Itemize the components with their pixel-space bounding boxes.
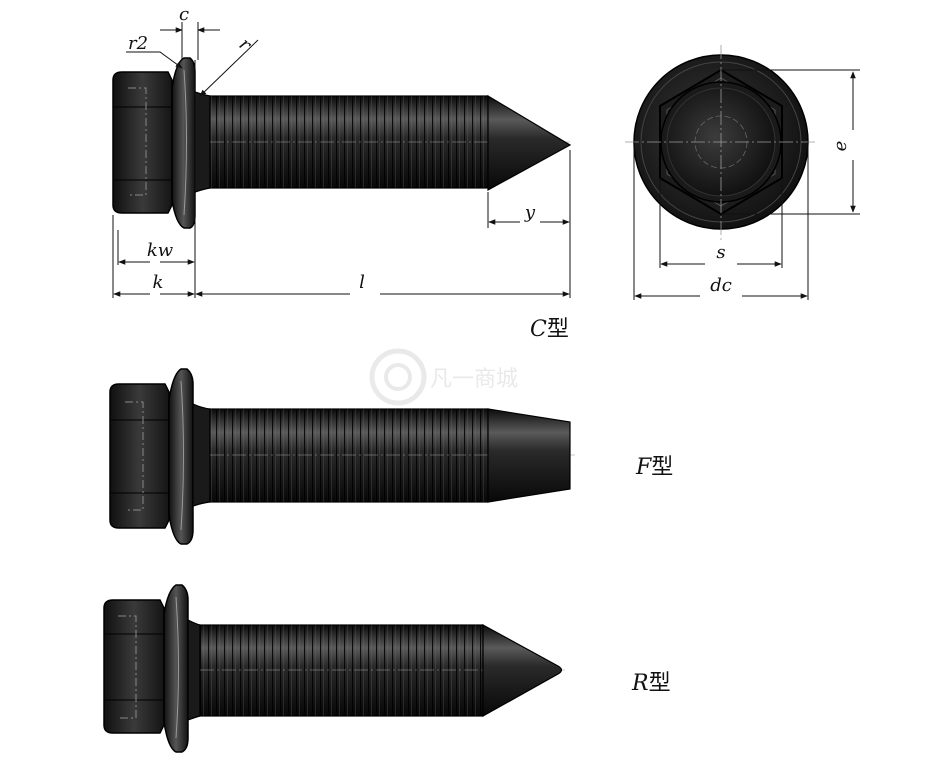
dim-label-kw: kw <box>147 240 174 261</box>
bolt-f-type-side-view <box>109 368 575 545</box>
dim-label-y: y <box>524 202 536 223</box>
dim-label-c: c <box>179 4 189 25</box>
bolt-c-type-side-view <box>112 57 572 229</box>
type-label-f: F型 <box>635 455 673 480</box>
dim-label-r2: r2 <box>128 33 148 54</box>
watermark-text: 凡一商城 <box>430 367 518 392</box>
end-view-dimensions <box>633 69 860 300</box>
dim-label-k: k <box>153 272 164 293</box>
watermark: 凡一商城 <box>369 348 518 406</box>
type-label-r: R型 <box>631 671 671 696</box>
bolt-r-type-side-view <box>103 584 565 753</box>
c-type-dimensions <box>112 22 571 298</box>
watermark-logo-icon <box>369 348 427 406</box>
dim-label-dc: dc <box>710 275 732 296</box>
bolt-end-view <box>625 45 815 240</box>
dim-label-l: l <box>359 272 365 293</box>
type-label-c: C型 <box>530 317 569 342</box>
dim-label-e: e <box>830 141 851 152</box>
dim-label-s: s <box>716 242 725 263</box>
